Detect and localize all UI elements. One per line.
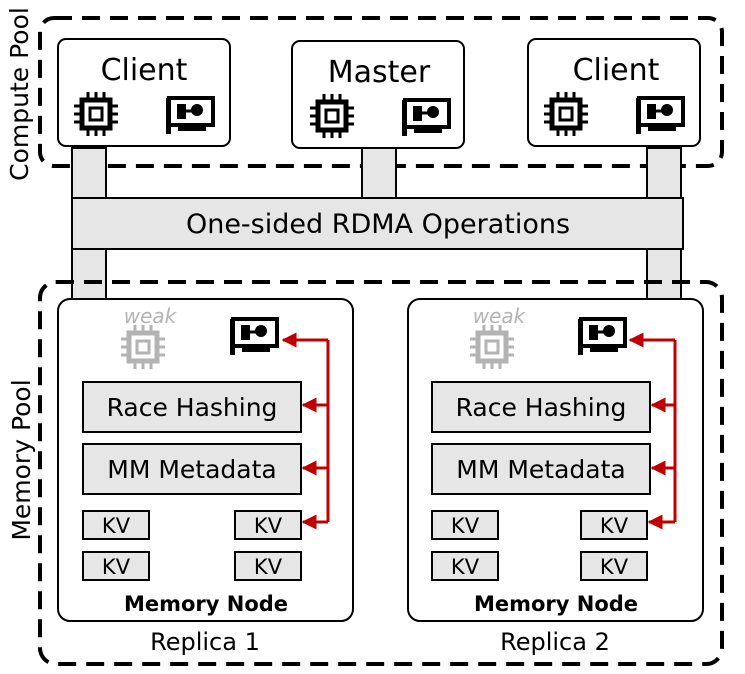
memory-pool-border: [38, 280, 724, 666]
connector-client-right-top: [646, 147, 682, 199]
mm-metadata-block: [431, 443, 651, 495]
kv-block: [82, 510, 150, 540]
rdma-operations-label: One-sided RDMA Operations: [186, 209, 570, 240]
master-label: Master: [328, 55, 431, 90]
kv-block: [580, 510, 648, 540]
kv-label: KV: [451, 555, 480, 579]
kv-label: KV: [600, 555, 629, 579]
weak-cpu-label: weak: [473, 304, 527, 328]
kv-block: [431, 510, 499, 540]
rdma-operations-bar: [71, 197, 684, 250]
client-right-label: Client: [573, 53, 660, 88]
kv-block: [234, 510, 302, 540]
cpu-icon: [74, 92, 118, 136]
connector-client-left-top: [71, 147, 107, 199]
race-hashing-label: Race Hashing: [107, 393, 278, 422]
memory-node-label: Memory Node: [124, 592, 288, 616]
memory-node-label: Memory Node: [474, 592, 638, 616]
weak-cpu-icon: [470, 325, 514, 369]
kv-block: [431, 551, 499, 581]
weak-cpu-label: weak: [124, 304, 178, 328]
client-node-left: Client: [57, 38, 231, 147]
memory-pool-label: Memory Pool: [7, 379, 36, 540]
race-hashing-block: [82, 381, 302, 433]
kv-block: [234, 551, 302, 581]
race-hashing-label: Race Hashing: [456, 393, 627, 422]
race-hashing-block: [431, 381, 651, 433]
kv-label: KV: [254, 514, 283, 538]
replica-2-caption: Replica 2: [500, 628, 610, 656]
kv-label: KV: [102, 514, 131, 538]
replica-1: weak Race Hashing MM Metadata KV KV KV K…: [57, 298, 354, 622]
connector-replica1-bottom: [71, 248, 107, 302]
kv-block: [580, 551, 648, 581]
cpu-icon: [310, 94, 354, 138]
compute-pool-border: [38, 16, 724, 168]
kv-label: KV: [451, 514, 480, 538]
kv-label: KV: [102, 555, 131, 579]
master-node: Master: [291, 40, 465, 149]
replica-1-caption: Replica 1: [150, 628, 260, 656]
kv-label: KV: [600, 514, 629, 538]
replica-2: weak Race Hashing MM Metadata KV KV KV K…: [407, 298, 704, 622]
mm-metadata-label: MM Metadata: [107, 455, 276, 484]
rdma-access-arrows: [628, 332, 677, 530]
mm-metadata-block: [82, 443, 302, 495]
client-left-label: Client: [101, 53, 188, 88]
connector-replica2-bottom: [646, 248, 682, 302]
kv-block: [82, 551, 150, 581]
kv-label: KV: [254, 555, 283, 579]
compute-pool-label: Compute Pool: [5, 7, 34, 181]
mm-metadata-label: MM Metadata: [456, 455, 625, 484]
connector-master-top: [361, 147, 397, 199]
cpu-icon: [544, 92, 588, 136]
client-node-right: Client: [527, 38, 701, 147]
rdma-access-arrows: [281, 332, 330, 530]
weak-cpu-icon: [121, 325, 165, 369]
